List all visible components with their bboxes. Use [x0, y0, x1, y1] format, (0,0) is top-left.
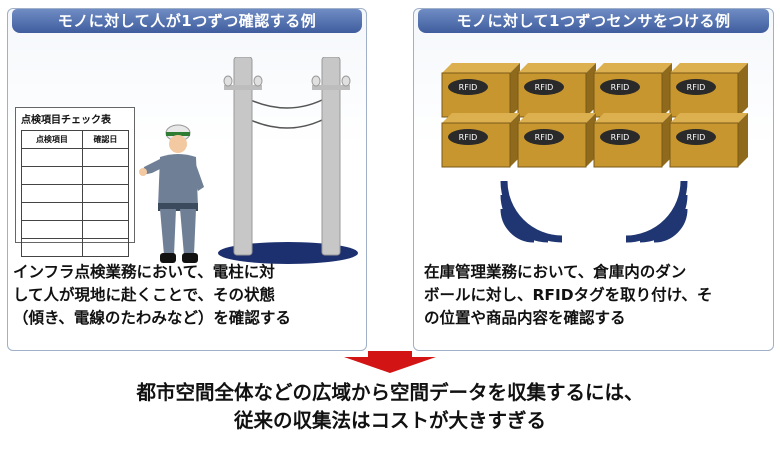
power-line — [243, 116, 329, 129]
caption-line: の位置や商品内容を確認する — [424, 309, 626, 327]
left-panel: モノに対して人が1つずつ確認する例 点検項目チェック表 点検項目 確認日 — [7, 8, 367, 351]
table-row — [21, 220, 130, 239]
rfid-tag-label: RFID — [459, 133, 478, 142]
table-row — [21, 166, 130, 185]
checklist-title: 点検項目チェック表 — [21, 115, 111, 126]
cardboard-box: RFID — [441, 63, 520, 118]
cardboard-box: RFID — [593, 63, 672, 118]
summary-line-1: 都市空間全体などの広域から空間データを収集するには、 — [136, 381, 644, 404]
summary-line-2: 従来の収集法はコストが大きすぎる — [233, 409, 546, 432]
checklist-sheet: 点検項目チェック表 点検項目 確認日 — [15, 107, 135, 257]
right-panel-title: モノに対して1つずつセンサをつける例 — [418, 9, 769, 33]
caption-line: ボールに対し、RFIDタグを取り付け、そ — [424, 286, 713, 304]
checklist-col-date: 確認日 — [81, 130, 130, 149]
caption-line: （傾き、電線のたわみなど）を確認する — [13, 309, 291, 327]
caption-line: して人が現地に赴くことで、その状態 — [13, 286, 275, 304]
left-panel-title: モノに対して人が1つずつ確認する例 — [12, 9, 362, 33]
utility-pole — [321, 57, 341, 256]
rfid-tag-icon — [448, 129, 488, 145]
rfid-tag-icon — [600, 79, 640, 95]
cardboard-box: RFID — [441, 113, 520, 168]
cardboard-box: RFID — [593, 113, 672, 168]
worker-illustration — [139, 124, 204, 263]
rfid-tag-label: RFID — [611, 133, 630, 142]
left-panel-caption: インフラ点検業務において、電柱に対 して人が現地に赴くことで、その状態 （傾き、… — [13, 261, 365, 330]
utility-poles-illustration — [218, 57, 358, 264]
wireless-signal-icon — [500, 180, 688, 243]
checklist-col-item: 点検項目 — [21, 130, 83, 149]
rfid-tag-icon — [676, 79, 716, 95]
rfid-boxes-illustration: RFID RFID RFID RFID RFID RFID RFID RFID — [441, 63, 748, 168]
rfid-tag-label: RFID — [535, 133, 554, 142]
utility-pole — [233, 57, 253, 256]
rfid-tag-label: RFID — [687, 133, 706, 142]
cardboard-box: RFID — [517, 113, 596, 168]
rfid-tag-icon — [600, 129, 640, 145]
checklist-table: 点検項目 確認日 — [21, 130, 130, 257]
right-panel-caption: 在庫管理業務において、倉庫内のダン ボールに対し、RFIDタグを取り付け、そ の… — [424, 261, 769, 330]
down-arrow-icon — [344, 351, 436, 373]
table-row — [21, 184, 130, 203]
table-row — [21, 148, 130, 167]
rfid-tag-label: RFID — [535, 83, 554, 92]
caption-line: インフラ点検業務において、電柱に対 — [13, 263, 275, 281]
caption-line: 在庫管理業務において、倉庫内のダン — [424, 263, 687, 281]
cardboard-box: RFID — [517, 63, 596, 118]
rfid-tag-icon — [676, 129, 716, 145]
cardboard-box: RFID — [669, 63, 748, 118]
rfid-tag-label: RFID — [687, 83, 706, 92]
rfid-tag-label: RFID — [611, 83, 630, 92]
rfid-tag-icon — [524, 129, 564, 145]
table-row — [21, 202, 130, 221]
rfid-tag-icon — [448, 79, 488, 95]
table-row — [21, 238, 130, 257]
power-line — [243, 96, 329, 109]
cardboard-box: RFID — [669, 113, 748, 168]
rfid-tag-label: RFID — [459, 83, 478, 92]
rfid-tag-icon — [524, 79, 564, 95]
checklist-header-row: 点検項目 確認日 — [21, 130, 130, 149]
